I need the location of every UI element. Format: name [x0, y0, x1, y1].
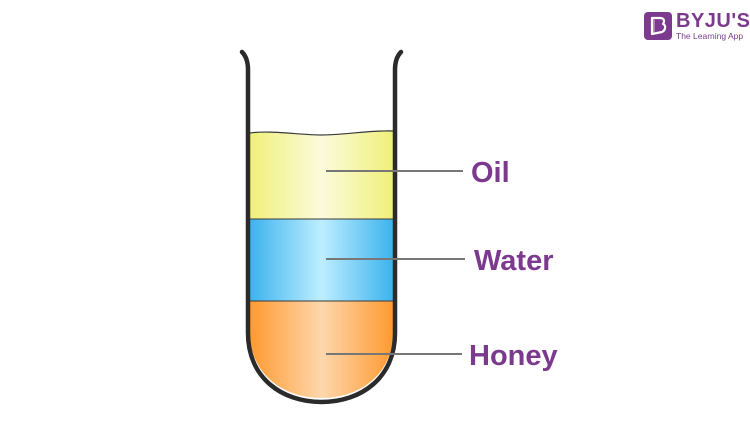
honey-layer [250, 301, 393, 398]
water-label: Water [474, 245, 554, 277]
logo-badge-icon [644, 11, 672, 40]
honey-label: Honey [469, 340, 558, 372]
oil-layer [250, 130, 393, 219]
oil-label: Oil [471, 157, 510, 189]
brand-name: BYJU'S [676, 10, 750, 32]
oil-surface-line [249, 130, 394, 136]
test-tube-outline [239, 49, 404, 405]
brand-tagline: The Learning App [676, 31, 744, 41]
byjus-logo: BYJU'S The Learning App [644, 11, 750, 41]
